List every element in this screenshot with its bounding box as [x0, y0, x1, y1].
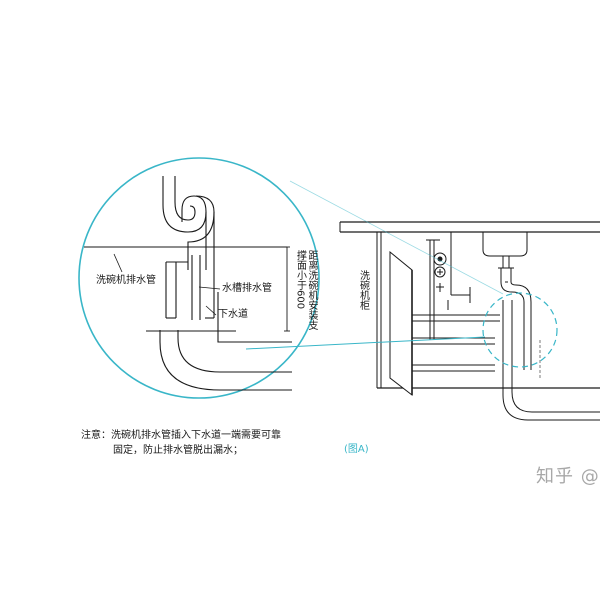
cabinet-label: 洗碗机柜 — [357, 270, 369, 310]
sewer-label: 下水道 — [218, 309, 248, 320]
caution-note-line-2: 固定，防止排水管脱出漏水； — [113, 445, 243, 456]
sink-drain-pipe-label: 水槽排水管 — [222, 283, 272, 294]
dishwasher-drain-pipe-label: 洗碗机排水管 — [96, 275, 156, 286]
cabinet-outline — [339, 221, 600, 421]
figure-label: (图A) — [344, 444, 369, 455]
water-valve-icon — [433, 252, 447, 292]
height-note-label: 距离洗碗机安装支撑面小于600 — [294, 250, 318, 330]
magnified-pipes — [84, 176, 292, 391]
caution-note-line-1: 注意：洗碗机排水管插入下水道一端需要可靠 — [81, 430, 281, 441]
leader-lines — [113, 253, 221, 316]
caution-note: 注意：洗碗机排水管插入下水道一端需要可靠 固定，防止排水管脱出漏水； — [81, 428, 281, 458]
zhihu-watermark: 知乎 @ — [536, 466, 600, 487]
magnifier-circle — [78, 157, 558, 399]
